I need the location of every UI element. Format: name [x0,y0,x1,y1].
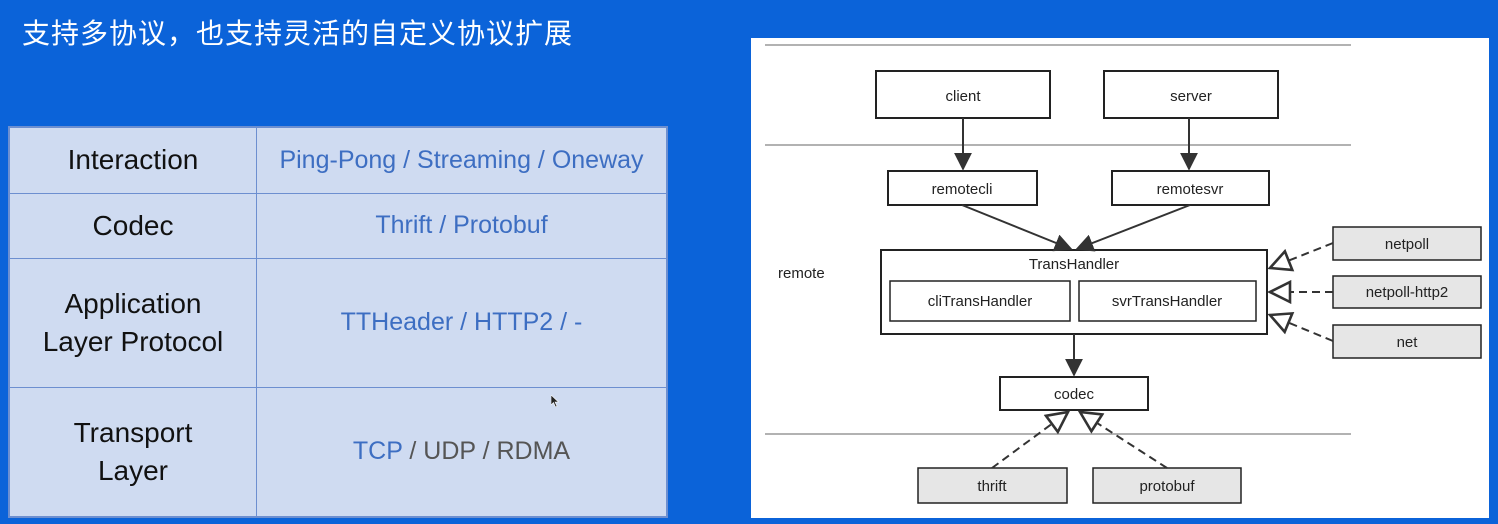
svrtranshandler-label: svrTransHandler [1112,293,1222,310]
arrow-remotesvr-to-transhandler [1075,204,1191,252]
dashed-arrow-thrift [991,412,1068,469]
dashed-arrow-net [1270,315,1334,342]
protobuf-box [1092,467,1242,504]
slide-title: 支持多协议，也支持灵活的自定义协议扩展 [22,17,574,50]
table-row: Codec Thrift / Protobuf [8,192,668,259]
architecture-diagram-svg: remote client server remotecli remotesvr… [765,44,1482,504]
server-label: server [1170,88,1212,105]
remotesvr-box [1111,170,1270,206]
mouse-cursor-icon [551,395,559,407]
layer-name-line: Layer [97,454,169,486]
svrtranshandler-box [1078,280,1257,322]
protobuf-label: protobuf [1139,478,1195,495]
layer-cell: Interaction [8,126,257,194]
clitranshandler-label: cliTransHandler [928,293,1032,310]
server-box [1103,70,1279,119]
implementation-cell: Thrift / Protobuf [256,192,668,259]
dashed-arrow-netpoll [1270,242,1334,268]
remotecli-box [887,170,1038,206]
architecture-diagram: remote client server remotecli remotesvr… [751,38,1489,518]
region-label: remote [778,265,825,282]
netpoll-label: netpoll [1385,236,1429,253]
implementation-text: TCP [352,437,403,466]
transhandler-label: TransHandler [1029,256,1119,273]
table-row: Transport Layer TCP / UDP / RDMA [8,386,668,518]
implementation-cell: TTHeader / HTTP2 / - [256,257,668,388]
implementation-cell: Ping-Pong / Streaming / Oneway [256,126,668,194]
layer-name-line: Interaction [67,144,199,176]
codec-label: codec [1054,386,1095,403]
implementation-text: Thrift / Protobuf [375,211,548,240]
layer-cell: Codec [8,192,257,259]
implementation-cell: TCP / UDP / RDMA [256,386,668,518]
protocol-layer-table: Interaction Ping-Pong / Streaming / Onew… [8,126,668,518]
thrift-label: thrift [977,478,1007,495]
remotecli-label: remotecli [932,181,993,198]
netpoll-http2-label: netpoll-http2 [1366,284,1449,301]
layer-name-line: Transport [73,416,193,448]
layer-cell: Transport Layer [8,386,257,518]
dashed-arrow-protobuf [1080,412,1168,469]
client-label: client [945,88,981,105]
codec-box [999,376,1149,411]
table-row: Interaction Ping-Pong / Streaming / Onew… [8,126,668,194]
implementation-text: Ping-Pong / Streaming / Oneway [279,145,644,174]
arrow-remotecli-to-transhandler [961,204,1073,252]
layer-name-line: Application [64,287,202,319]
table-row: Application Layer Protocol TTHeader / HT… [8,257,668,388]
implementation-text: / UDP / RDMA [402,437,571,466]
client-box [875,70,1051,119]
layer-name-line: Codec [92,209,174,241]
net-box [1332,324,1482,359]
clitranshandler-box [889,280,1071,322]
implementation-text: TTHeader / HTTP2 / - [340,308,583,337]
thrift-box [917,467,1068,504]
remotesvr-label: remotesvr [1157,181,1224,198]
net-label: net [1397,334,1419,351]
layer-cell: Application Layer Protocol [8,257,257,388]
layer-name-line: Layer Protocol [42,325,224,357]
